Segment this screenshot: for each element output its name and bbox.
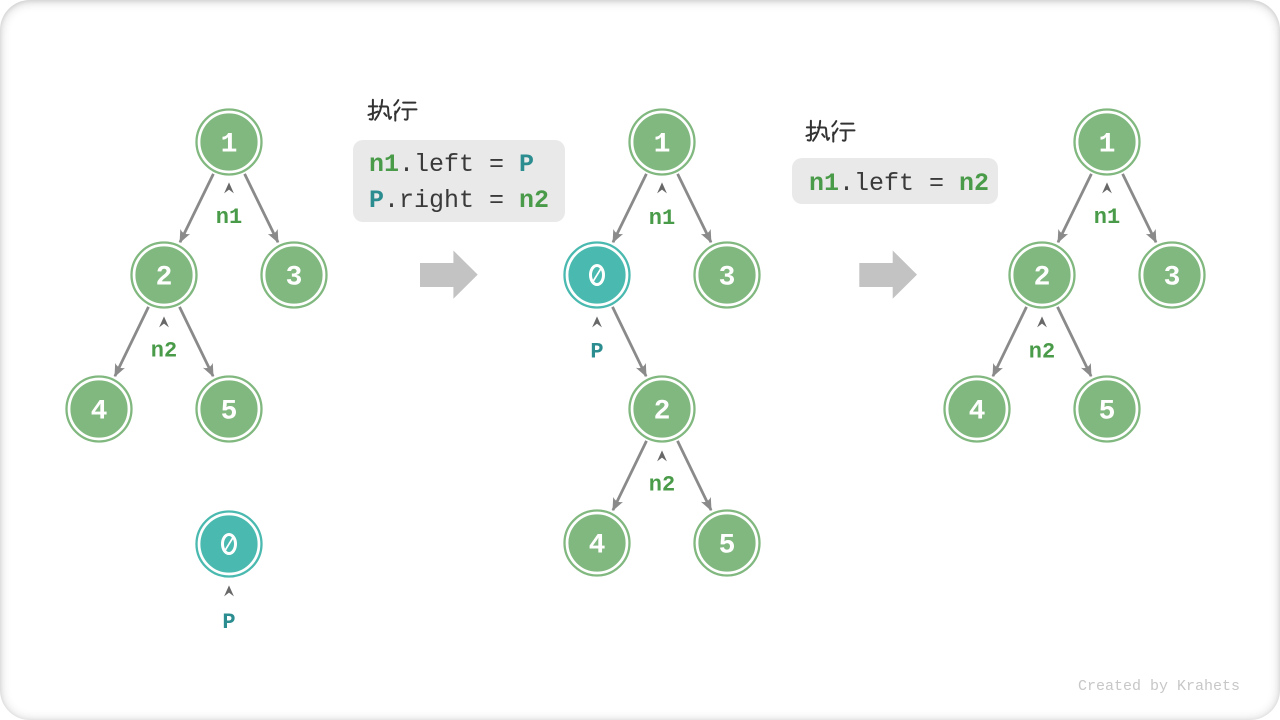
svg-text:n2: n2: [649, 473, 675, 498]
svg-text:n1.left = n2: n1.left = n2: [809, 169, 989, 198]
svg-text:2: 2: [156, 263, 173, 294]
svg-text:2: 2: [654, 397, 671, 428]
svg-text:P: P: [222, 610, 235, 635]
svg-text:4: 4: [969, 397, 986, 428]
svg-text:P.right = n2: P.right = n2: [369, 186, 549, 215]
svg-text:n1: n1: [649, 206, 675, 231]
svg-text:n2: n2: [1029, 340, 1055, 365]
svg-text:n1: n1: [1094, 205, 1120, 230]
svg-text:1: 1: [221, 130, 238, 161]
svg-text:3: 3: [1164, 263, 1181, 294]
svg-text:5: 5: [221, 397, 238, 428]
svg-text:4: 4: [589, 531, 606, 562]
svg-text:2: 2: [1034, 263, 1051, 294]
svg-text:3: 3: [286, 263, 303, 294]
svg-text:P: P: [590, 340, 603, 365]
svg-text:4: 4: [91, 397, 108, 428]
svg-text:1: 1: [654, 130, 671, 161]
svg-text:n1.left = P: n1.left = P: [369, 150, 534, 179]
svg-text:3: 3: [719, 263, 736, 294]
svg-text:Created by Krahets: Created by Krahets: [1078, 678, 1240, 695]
svg-text:5: 5: [719, 531, 736, 562]
svg-text:n1: n1: [216, 205, 242, 230]
svg-text:5: 5: [1099, 397, 1116, 428]
svg-text:n2: n2: [151, 339, 177, 364]
svg-text:1: 1: [1099, 130, 1116, 161]
